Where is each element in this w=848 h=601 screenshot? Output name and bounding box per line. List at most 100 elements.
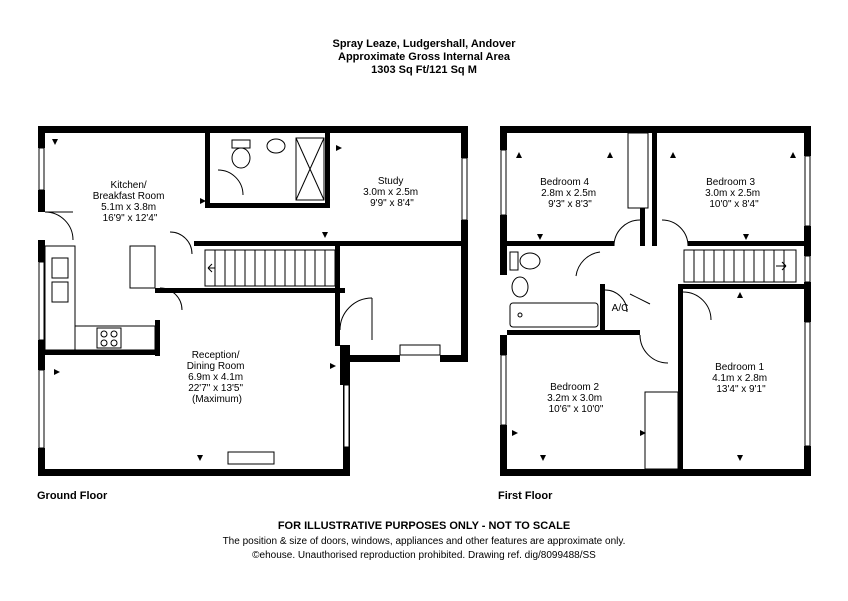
hob-ring [100, 330, 108, 338]
door-swing [44, 211, 74, 241]
window [38, 369, 45, 449]
first-floor-label: First Floor [498, 490, 553, 502]
wall [440, 355, 468, 362]
wall [38, 126, 45, 148]
wall [500, 126, 507, 150]
room-label-bedroom1: Bedroom 1 4.1m x 2.8m 13'4" x 9'1" [712, 362, 770, 395]
staircase [204, 249, 336, 287]
door-swing [159, 287, 183, 311]
wall [325, 133, 330, 208]
wall [461, 220, 468, 362]
wall [205, 203, 330, 208]
cistern [231, 139, 251, 149]
wall [335, 241, 340, 346]
window [343, 384, 350, 448]
window [500, 149, 507, 216]
dimension-arrow [330, 363, 336, 369]
wall [38, 340, 45, 370]
dimension-arrow [670, 152, 676, 158]
dimension-arrow [540, 455, 546, 461]
ground-floor-plan: Kitchen/ Breakfast Room 5.1m x 3.8m 16'9… [38, 126, 468, 476]
kitchen-unit [129, 245, 156, 289]
sink [51, 281, 69, 303]
wall [600, 284, 605, 335]
room-label-bedroom3: Bedroom 3 3.0m x 2.5m 10'0" x 8'4" [705, 177, 763, 210]
room-label-bedroom2: Bedroom 2 3.2m x 3.0m 10'6" x 10'0" [547, 382, 605, 415]
wall [461, 126, 468, 158]
wall [804, 226, 811, 256]
dimension-arrow [197, 455, 203, 461]
wall [500, 126, 811, 133]
wall [804, 282, 811, 322]
copyright-notice: ©ehouse. Unauthorised reproduction prohi… [252, 550, 596, 561]
wall [500, 335, 507, 355]
wall [38, 448, 45, 476]
dimension-arrow [737, 292, 743, 298]
wardrobe [644, 391, 679, 470]
window [804, 321, 811, 447]
disclaimer: FOR ILLUSTRATIVE PURPOSES ONLY - NOT TO … [277, 520, 571, 532]
door-swing [682, 291, 712, 321]
wall [688, 241, 804, 246]
plan-title: Spray Leaze, Ludgershall, Andover [332, 38, 516, 50]
wardrobe [627, 132, 649, 209]
dimension-arrow [336, 145, 342, 151]
wall [804, 126, 811, 156]
fireplace [227, 451, 275, 465]
window [38, 147, 45, 191]
wall [678, 284, 683, 469]
worktop [74, 325, 156, 351]
bath [509, 302, 599, 328]
door-swing [604, 289, 628, 313]
hob-ring [110, 339, 118, 347]
wall [45, 350, 160, 355]
plan-area: 1303 Sq Ft/121 Sq M [371, 64, 477, 76]
hob [96, 327, 122, 349]
dimension-arrow [200, 198, 206, 204]
dimension-arrow [640, 430, 646, 436]
dimension-arrow [790, 152, 796, 158]
toilet [231, 147, 251, 169]
basin [266, 138, 286, 154]
dimension-arrow [52, 139, 58, 145]
bath-plug [517, 312, 523, 318]
hob-ring [110, 330, 118, 338]
wall [340, 345, 350, 385]
dimension-arrow [322, 232, 328, 238]
window [804, 255, 811, 283]
wall [605, 330, 640, 335]
wall [652, 133, 657, 246]
dimension-arrow [516, 152, 522, 158]
dimension-arrow [743, 234, 749, 240]
door-swing [169, 231, 193, 255]
wall [194, 241, 461, 246]
door-swing [613, 219, 641, 247]
window [38, 261, 45, 341]
hob-ring [100, 339, 108, 347]
door-swing [639, 334, 669, 364]
dimension-arrow [537, 234, 543, 240]
room-label-kitchen: Kitchen/ Breakfast Room 5.1m x 3.8m 16'9… [93, 180, 167, 224]
door-swing [217, 169, 244, 196]
dimension-arrow [54, 369, 60, 375]
plan-subtitle: Approximate Gross Internal Area [338, 51, 510, 63]
window [461, 157, 468, 221]
first-floor-plan: A/C [500, 126, 811, 476]
wall [205, 133, 210, 208]
door-swing [339, 297, 373, 331]
disclaimer-note: The position & size of doors, windows, a… [222, 536, 626, 547]
wall [38, 469, 350, 476]
wall [678, 284, 804, 289]
dimension-arrow [512, 430, 518, 436]
staircase [683, 249, 797, 283]
wall [500, 425, 507, 476]
room-label-reception: Reception/ Dining Room 6.9m x 4.1m 22'7"… [187, 350, 248, 405]
airing-cupboard-label: A/C [612, 303, 629, 314]
wall [507, 241, 614, 246]
basin [511, 276, 529, 298]
dimension-arrow [607, 152, 613, 158]
kitchen-worktop [44, 245, 76, 351]
cistern [509, 251, 519, 271]
wall [155, 320, 160, 356]
